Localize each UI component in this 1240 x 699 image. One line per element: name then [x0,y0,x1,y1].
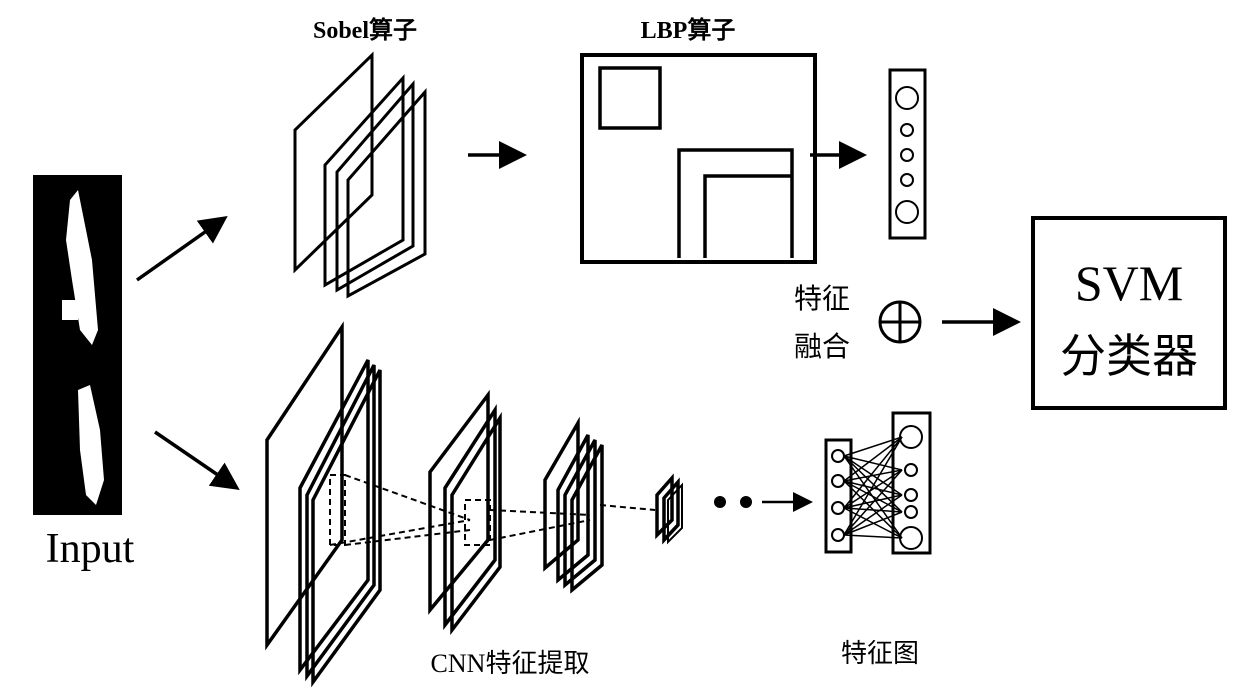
sobel-label: Sobel算子 [313,16,417,44]
input-label: Input [46,526,135,572]
lbp-feature-vector [890,70,925,238]
fusion-label-line2: 融合 [794,331,850,363]
svm-label-line2: 分类器 [1060,331,1198,382]
arrow-to-cnn [155,432,234,486]
arrow-to-sobel [137,220,222,280]
cnn-label: CNN特征提取 [431,649,590,678]
fusion-plus-icon [880,302,920,342]
fusion-label-line1: 特征 [794,283,850,315]
cnn-layers [267,327,682,682]
sobel-planes [295,55,425,296]
input-image [33,175,122,515]
feature-map-label: 特征图 [841,639,919,668]
feature-map-network [826,413,930,553]
svm-label-line1: SVM [1075,255,1183,311]
ellipsis-dot [714,496,726,508]
lbp-label: LBP算子 [641,16,736,44]
ellipsis-dot [740,496,752,508]
lbp-box [582,55,815,262]
